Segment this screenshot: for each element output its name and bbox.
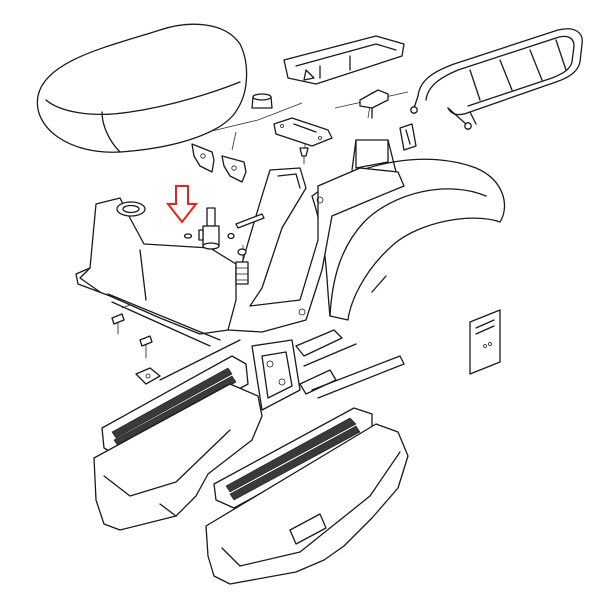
clip — [399, 123, 417, 151]
luggage-rack — [410, 28, 583, 130]
label-plate — [469, 309, 501, 375]
small-bracket-left — [191, 143, 215, 173]
right-footboard — [213, 407, 373, 509]
fuel-tank — [75, 197, 237, 347]
fuel-tap — [183, 207, 220, 250]
nut-plate — [135, 367, 161, 385]
rubber-grommet — [251, 93, 273, 109]
spacer-rod — [227, 213, 265, 240]
bolt — [111, 313, 153, 359]
down-arrow-icon — [165, 185, 199, 224]
mounting-plate — [273, 117, 333, 147]
small-bracket-right — [221, 155, 247, 183]
rear-bracket — [359, 89, 389, 119]
seat — [36, 23, 248, 153]
left-side-cover — [93, 383, 263, 531]
rear-tray — [283, 35, 405, 85]
screw — [299, 147, 309, 165]
spring-clip — [235, 248, 249, 285]
right-side-cover — [205, 423, 409, 585]
rear-bracket — [251, 329, 405, 411]
frame — [227, 139, 405, 333]
left-footboard — [101, 339, 249, 457]
